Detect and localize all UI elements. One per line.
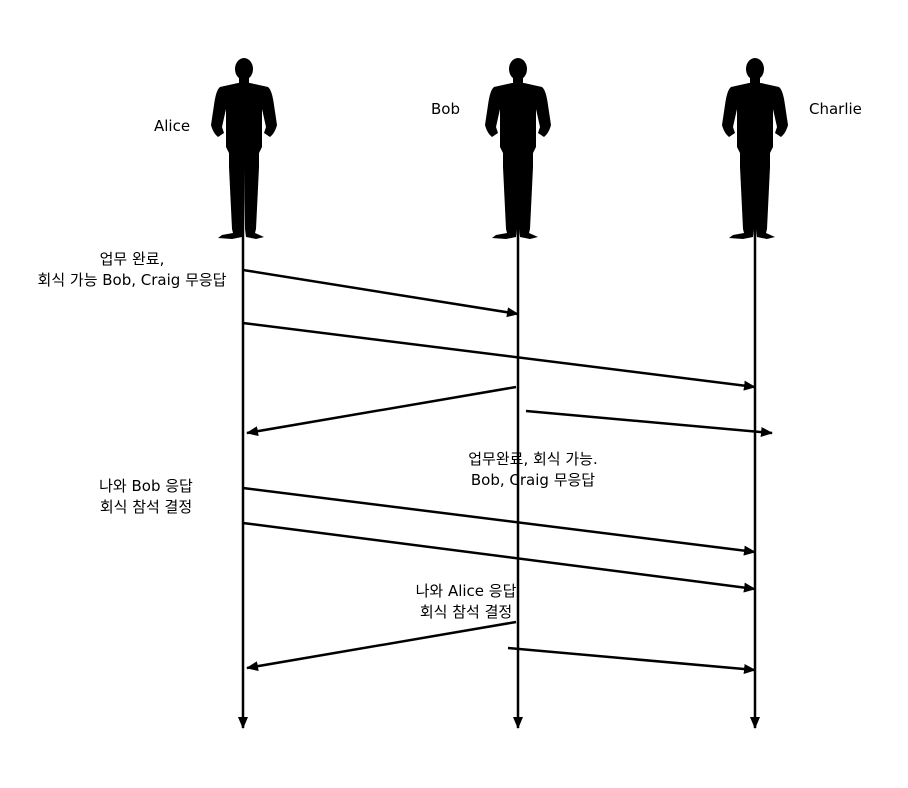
message-label-5-line-2: 회식 참석 결정 — [99, 498, 193, 516]
message-alice-to-bob-1 — [242, 268, 519, 318]
message-label-1-line-1: 업무 완료, — [99, 250, 165, 268]
actor-name-alice: Alice — [154, 117, 191, 135]
actor-name-charlie: Charlie — [809, 100, 862, 118]
annotation-label-line-2: Bob, Craig 무응답 — [470, 471, 596, 489]
message-label-7-line-1: 나와 Alice 응답 — [415, 582, 517, 600]
message-bob-to-charlie-2 — [507, 646, 756, 675]
annotation-label-line-1: 업무완료, 회식 가능. — [468, 450, 598, 468]
message-alice-to-charlie-2 — [242, 486, 756, 556]
message-label-5-line-1: 나와 Bob 응답 — [99, 477, 193, 495]
message-label-7: 나와 Alice 응답 회식 참석 결정 — [416, 581, 517, 623]
message-label-1-line-2: 회식 가능 Bob, Craig 무응답 — [37, 271, 227, 289]
message-label-5: 나와 Bob 응답 회식 참석 결정 — [99, 476, 193, 518]
annotation-label: 업무완료, 회식 가능. Bob, Craig 무응답 — [468, 449, 597, 491]
message-bob-to-alice-1 — [246, 385, 517, 437]
message-label-1: 업무 완료, 회식 가능 Bob, Craig 무응답 — [38, 249, 227, 291]
message-bob-to-alice-2 — [246, 620, 517, 672]
message-label-7-line-2: 회식 참석 결정 — [419, 603, 513, 621]
message-alice-to-charlie-3 — [242, 521, 756, 593]
actor-name-bob: Bob — [431, 100, 460, 118]
message-bob-to-charlie-1 — [525, 409, 773, 438]
message-alice-to-charlie-1 — [242, 321, 756, 391]
